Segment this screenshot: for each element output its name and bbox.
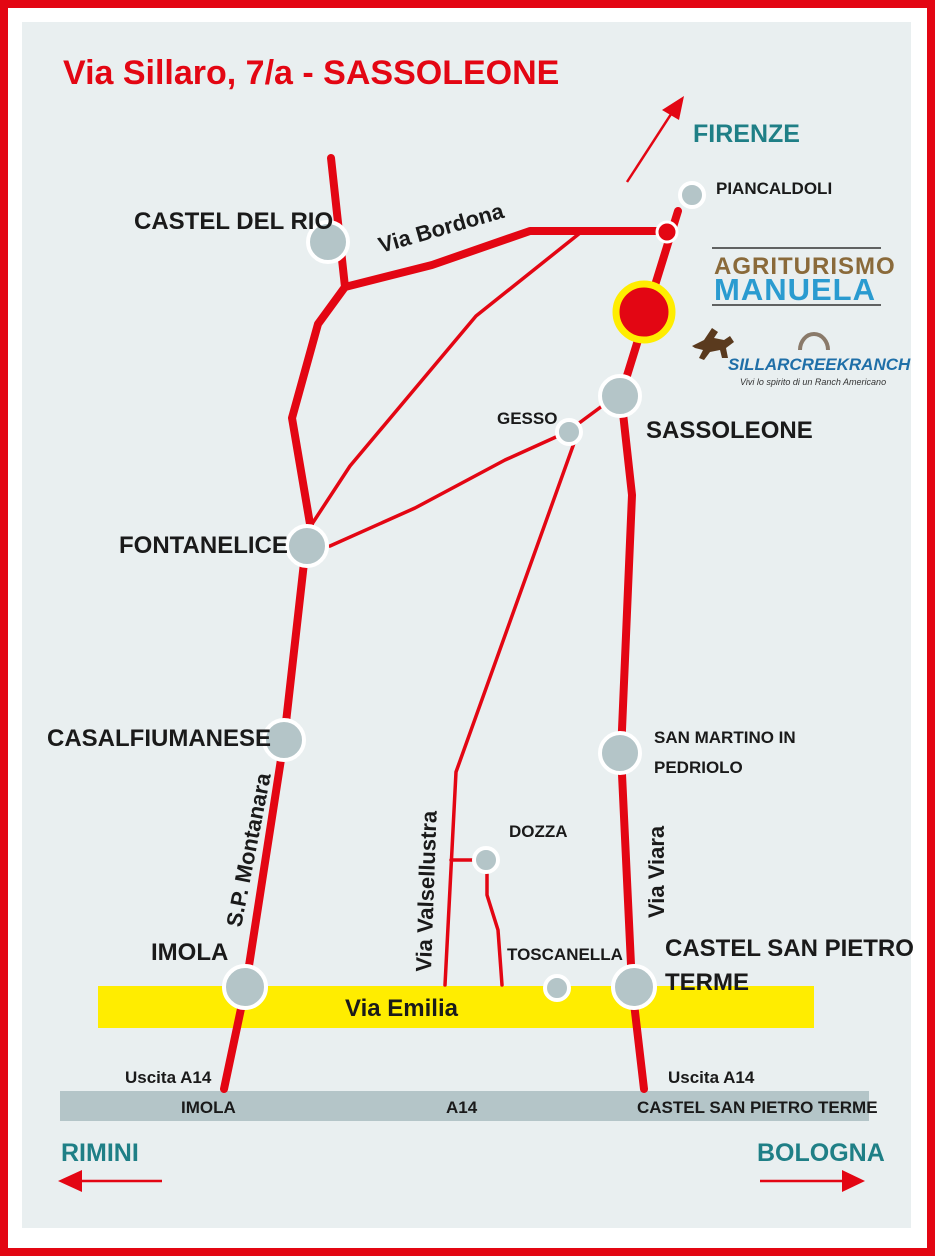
label-via-viara: Via Viara — [644, 825, 669, 918]
label-casalfiumanese: CASALFIUMANESE — [47, 725, 271, 752]
arrow-firenze — [625, 96, 684, 183]
label-piancaldoli: PIANCALDOLI — [716, 179, 832, 198]
road-fontanelice-gesso — [328, 430, 569, 548]
label-a14-imola: IMOLA — [181, 1098, 236, 1117]
marker-toscanella — [543, 974, 571, 1002]
marker-gesso — [555, 418, 583, 446]
label-san-martino-2: PEDRIOLO — [654, 758, 743, 777]
marker-dozza — [472, 846, 500, 874]
label-exit-right: Uscita A14 — [668, 1068, 755, 1087]
map-background — [22, 22, 911, 1228]
marker-piancaldoli — [678, 181, 706, 209]
a14-motorway-band — [60, 1091, 869, 1121]
marker-san-martino — [598, 731, 642, 775]
road-bordona-diagonal — [310, 231, 582, 526]
horseshoe-icon — [798, 332, 830, 351]
marker-junction — [655, 220, 679, 244]
label-a14-castel-san-pietro: CASTEL SAN PIETRO TERME — [637, 1098, 878, 1117]
label-imola: IMOLA — [151, 939, 228, 966]
sillar-creek-ranch-logo: SILLARCREEKRANCH Vivi lo spirito di un R… — [692, 328, 911, 387]
label-fontanelice: FONTANELICE — [119, 532, 288, 559]
label-exit-left: Uscita A14 — [125, 1068, 212, 1087]
marker-fontanelice — [285, 524, 329, 568]
label-sassoleone: SASSOLEONE — [646, 417, 813, 444]
marker-casalfiumanese — [262, 718, 306, 762]
road-montanara — [220, 154, 349, 1093]
marker-imola — [222, 964, 268, 1010]
label-castel-del-rio: CASTEL DEL RIO — [134, 208, 333, 235]
marker-sassoleone — [598, 374, 642, 418]
marker-castel-san-pietro — [611, 964, 657, 1010]
horse-rider-icon — [692, 328, 734, 360]
arrow-rimini — [58, 1170, 162, 1192]
road-bordona — [341, 227, 672, 291]
label-rimini: RIMINI — [61, 1139, 139, 1167]
logo-ranch-tagline: Vivi lo spirito di un Ranch Americano — [740, 377, 886, 387]
label-a14: A14 — [446, 1098, 478, 1117]
label-castel-san-pietro-2: TERME — [665, 969, 749, 996]
logo-manuela: MANUELA — [714, 272, 876, 307]
agriturismo-logo: AGRITURISMO MANUELA — [712, 247, 896, 307]
logo-ranch-name: SILLARCREEKRANCH — [728, 355, 911, 374]
road-valsellustra — [443, 430, 580, 987]
label-castel-san-pietro-1: CASTEL SAN PIETRO — [665, 935, 914, 962]
label-bologna: BOLOGNA — [757, 1139, 885, 1167]
map-title: Via Sillaro, 7/a - SASSOLEONE — [63, 54, 559, 92]
label-via-valsellustra: Via Valsellustra — [411, 810, 442, 973]
logo-agriturismo: AGRITURISMO — [714, 253, 896, 280]
label-firenze: FIRENZE — [693, 120, 800, 148]
label-gesso: GESSO — [497, 409, 557, 428]
marker-castel-del-rio — [306, 220, 350, 264]
label-via-emilia: Via Emilia — [345, 995, 459, 1022]
label-toscanella: TOSCANELLA — [507, 945, 623, 964]
marker-destination — [612, 280, 676, 344]
via-emilia-band — [98, 986, 814, 1028]
label-dozza: DOZZA — [509, 822, 568, 841]
road-dozza-toscanella — [485, 872, 504, 987]
arrow-bologna — [760, 1170, 865, 1192]
label-san-martino-1: SAN MARTINO IN — [654, 728, 796, 747]
